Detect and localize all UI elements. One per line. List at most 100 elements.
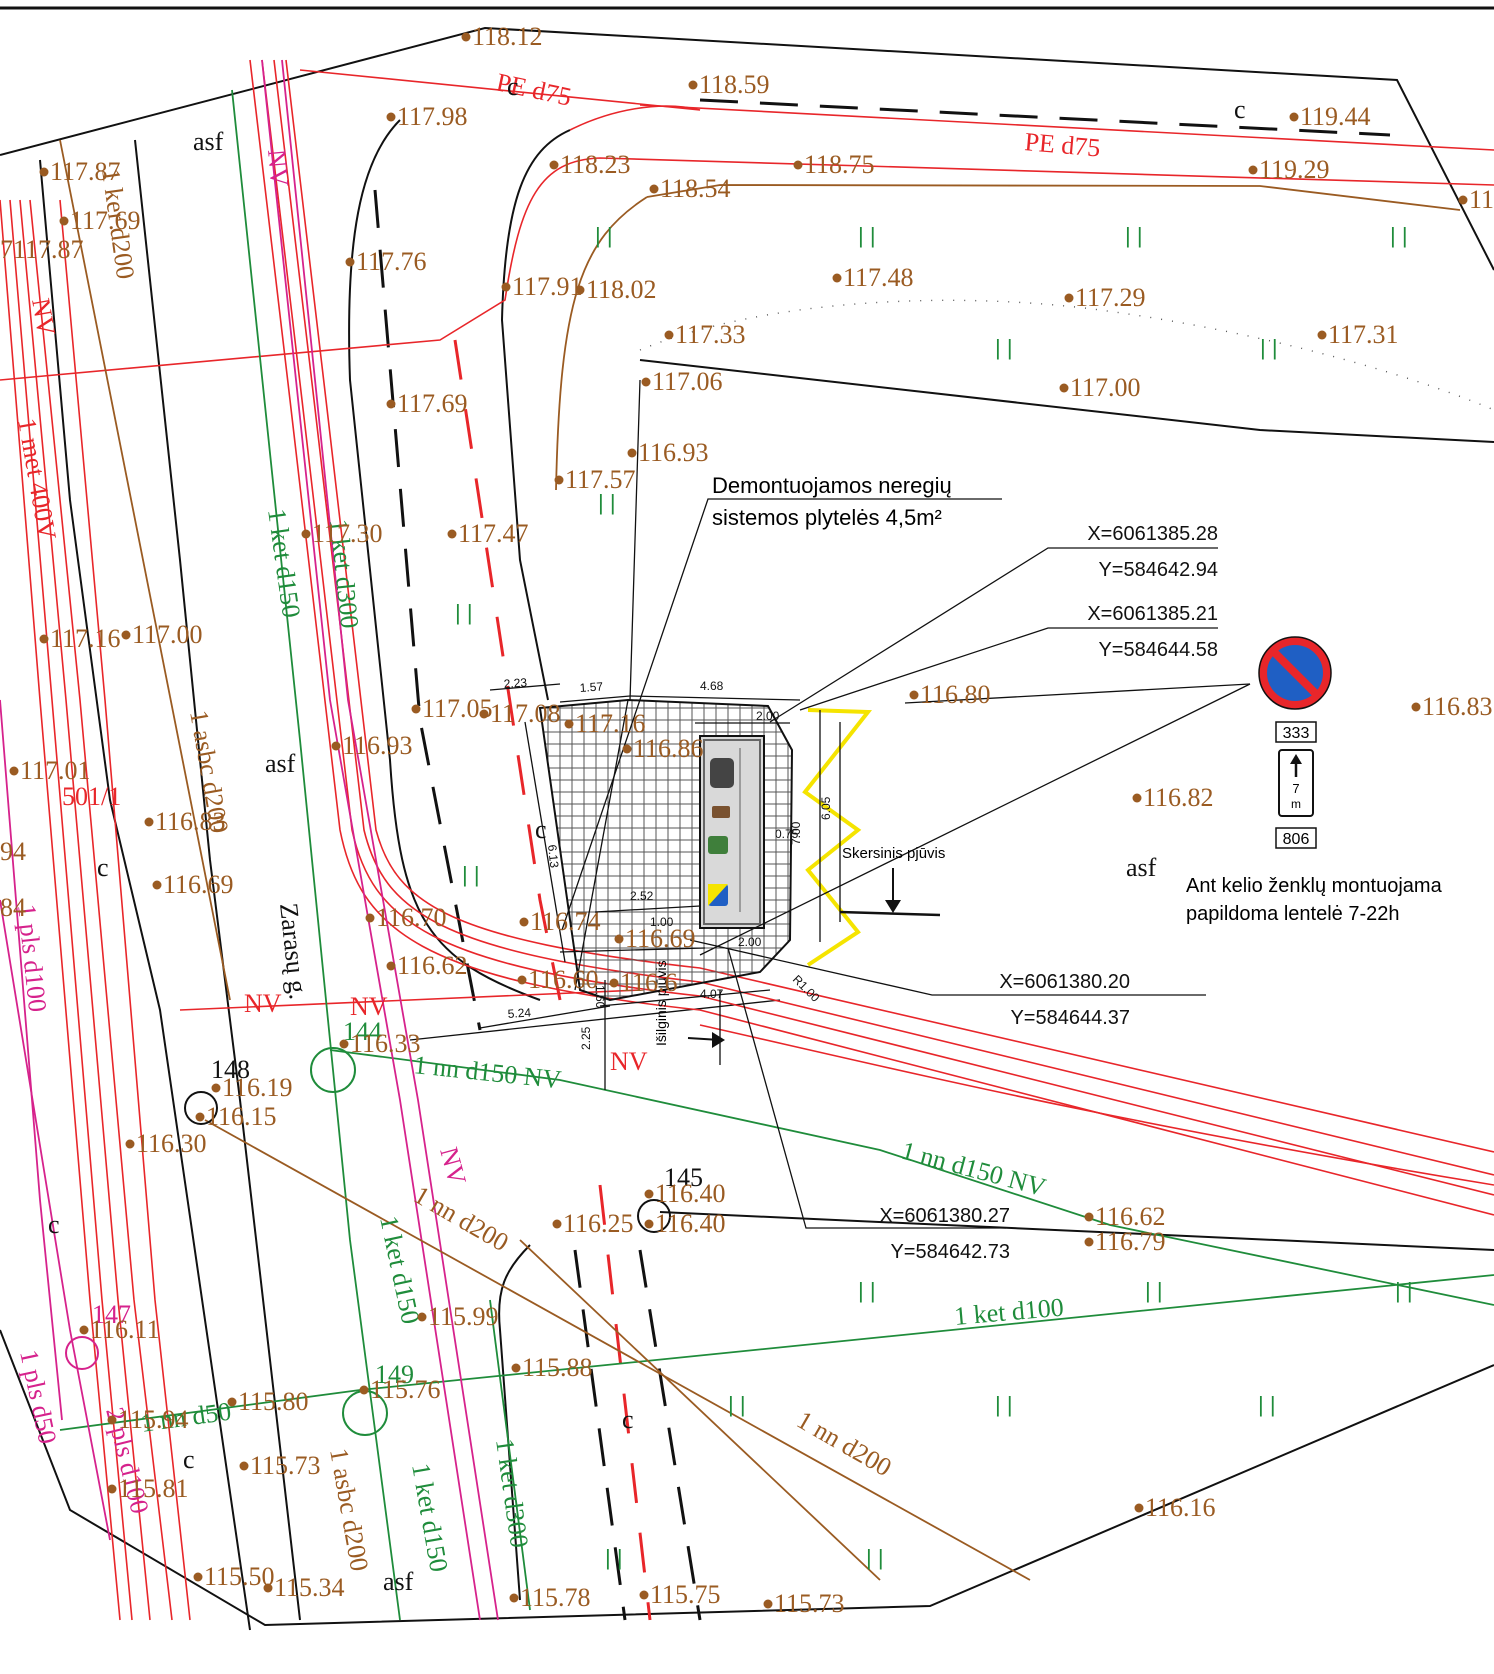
elevation-label: 117.00 [132, 620, 203, 649]
elevation-label: 116.93 [342, 731, 413, 760]
elevation-label: 118.02 [586, 275, 657, 304]
elevation-marker [664, 330, 674, 340]
grass-symbol: | | [995, 335, 1013, 360]
lighting-cables [0, 59, 499, 1621]
elevation-marker [554, 475, 564, 485]
elevation-marker [793, 160, 803, 170]
surface-label: asf [383, 1567, 414, 1596]
grass-symbol: | | [1258, 1392, 1276, 1417]
utility-label: NV [262, 148, 294, 188]
elevation-marker [1084, 1237, 1094, 1247]
coordinate-callouts: X=6061385.28Y=584642.94X=6061385.21Y=584… [879, 523, 1218, 1263]
elevation-label: 118.54 [660, 174, 731, 203]
elevation-label: 117.47 [458, 519, 529, 548]
elevation-label: 115.80 [238, 1387, 309, 1416]
elevation-marker [688, 80, 698, 90]
elevation-label: 117.57 [565, 465, 636, 494]
surface-label: asf [265, 749, 296, 778]
grass-symbol: | | [605, 1545, 623, 1570]
arrow-up-icon [1290, 754, 1302, 764]
grass-symbol: | | [462, 862, 480, 887]
dimension-label: 2.00 [738, 935, 762, 949]
manhole-icon [65, 1336, 99, 1370]
elevation-label: 117.69 [397, 389, 468, 418]
curb-boundary [574, 699, 629, 991]
elevation-marker [263, 1583, 273, 1593]
elevation-marker [1084, 1212, 1094, 1222]
sign-note-line-1: Ant kelio ženklų montuojama [1186, 875, 1443, 897]
dimension-label: 5.24 [507, 1005, 532, 1021]
survey-boundary [0, 26, 1494, 271]
road-centerline-south-2 [638, 1249, 702, 1621]
elevation-label: 115.73 [774, 1589, 845, 1618]
elevation-marker [479, 709, 489, 719]
elevation-label: 116.83 [155, 807, 226, 836]
coordinate-y: Y=584642.94 [1098, 559, 1218, 581]
road-edges [39, 119, 1494, 1631]
manhole-number: 147 [92, 1300, 131, 1329]
surface-label: c [97, 853, 109, 882]
no-parking-sign-icon [1258, 636, 1332, 710]
elevation-marker [39, 167, 49, 177]
elevation-label: 117.00 [1070, 373, 1141, 402]
utility-label: 1 ket d300 [490, 1437, 534, 1550]
elevation-marker [1059, 383, 1069, 393]
grass-symbols: | || || || || || || || || || || || || ||… [455, 223, 1413, 1570]
elevation-label: 117.06 [652, 367, 723, 396]
elevation-label: 115.78 [520, 1583, 591, 1612]
elevation-label: 115.50 [204, 1562, 275, 1591]
dotted-contour [639, 299, 1494, 411]
elevation-marker [59, 216, 69, 226]
surface-label: c [1234, 95, 1246, 124]
sign-code-box-2 [1275, 827, 1317, 849]
elevation-marker [1411, 702, 1421, 712]
elevation-marker [832, 273, 842, 283]
elevation-marker [517, 975, 527, 985]
power-dashed-route [453, 339, 562, 1001]
tactile-paving-outline [538, 698, 794, 1002]
utility-label: NV [244, 989, 282, 1018]
utility-label: 1 nn d150 NV [898, 1136, 1049, 1202]
elevation-label: 115.81 [118, 1474, 189, 1503]
utility-label: NV [434, 1144, 472, 1188]
manhole-number: 148 [211, 1055, 250, 1084]
elevation-marker [501, 282, 511, 292]
elevation-label: 115.75 [650, 1580, 721, 1609]
elevation-label: 116.40 [655, 1179, 726, 1208]
elevation-label: 116.62 [1095, 1202, 1166, 1231]
manhole-icon [184, 1091, 218, 1125]
elevation-label: 116.11 [90, 1315, 160, 1344]
grass-symbol: | | [455, 600, 473, 625]
elevation-label: 119.29 [1259, 155, 1330, 184]
road-centerline-south [573, 1249, 627, 1621]
elevation-marker [211, 1083, 221, 1093]
sign-code-top: 333 [1283, 725, 1310, 742]
elevation-marker [627, 448, 637, 458]
surface-label: c [507, 72, 519, 101]
elevation-label: 115.76 [370, 1375, 441, 1404]
cross-section-label: Skersinis pjūvis [842, 845, 945, 862]
long-section-marker [687, 1032, 725, 1048]
elevation-label: 116.69 [163, 870, 234, 899]
elevation-label: 117.16 [575, 709, 646, 738]
utility-label: 1 asbc d200 [324, 1446, 374, 1573]
elevation-marker [195, 1112, 205, 1122]
grass-symbol: | | [866, 1545, 884, 1570]
manhole-icon [310, 1047, 356, 1093]
grass-symbol: | | [595, 223, 613, 248]
road-centerline-north [699, 98, 1391, 137]
elevation-label: 116.25 [563, 1209, 634, 1238]
equipment-cabinet [699, 735, 765, 929]
dimension-label: 2.23 [503, 675, 528, 691]
elevation-label: 116.79 [1095, 1227, 1166, 1256]
elevation-label: 117.08 [490, 699, 561, 728]
elevation-marker [639, 1590, 649, 1600]
elevation-marker [909, 690, 919, 700]
grass-symbol: | | [1125, 223, 1143, 248]
elevation-label: 116.19 [222, 1073, 293, 1102]
manhole-icon [637, 1199, 671, 1233]
sign-note-line-2: papildoma lentelė 7-22h [1186, 903, 1400, 925]
